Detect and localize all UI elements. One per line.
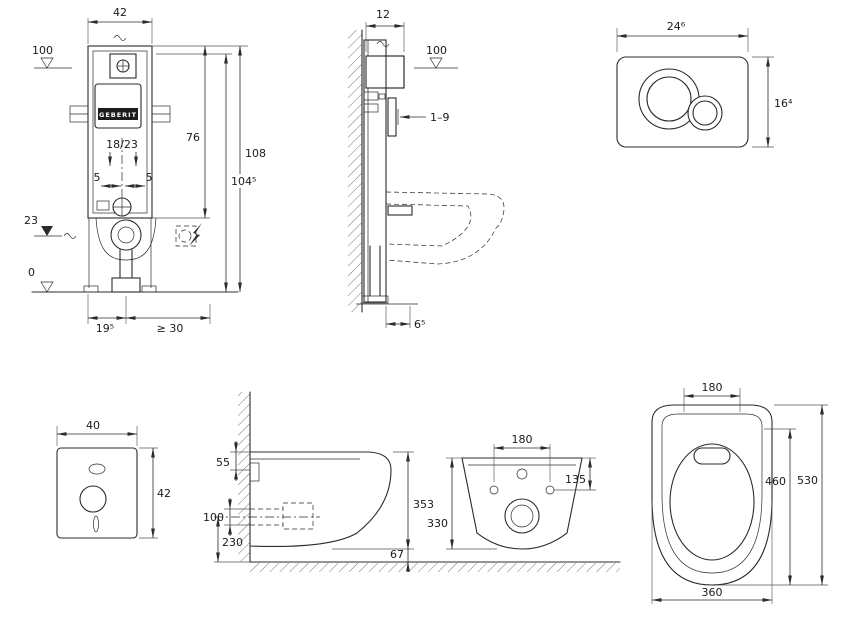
level-triangle-icon	[40, 281, 54, 293]
pan-connector	[387, 205, 413, 216]
dim-depth-12: 12	[376, 8, 390, 21]
frame-profile	[363, 39, 387, 303]
frame-front-view: GEBERIT 18/23 5 5	[24, 6, 266, 335]
pan-profile	[249, 451, 392, 548]
flush-plate-recess	[109, 53, 137, 79]
supply-hole	[516, 468, 528, 480]
adjustable-plate	[387, 97, 397, 137]
dim-230: 230	[222, 536, 243, 549]
brand-label: GEBERIT	[99, 111, 137, 119]
pan-top-outline	[651, 404, 773, 586]
outlet-hole	[504, 498, 540, 534]
outlet-connection	[282, 502, 314, 530]
wall-hatch	[238, 392, 250, 562]
insulation-pad	[56, 447, 138, 539]
dim-460: 460	[765, 475, 786, 488]
frame-outline	[87, 45, 153, 219]
brand-band	[98, 108, 138, 120]
dim-offset-right: 5	[146, 171, 153, 184]
dim-frame-width: 42	[113, 6, 127, 19]
flush-unit-section	[365, 55, 405, 89]
dim-pad-height: 42	[157, 487, 171, 500]
frame-side-view: 12 100 1–9 6⁵	[348, 8, 505, 331]
dim-plate-width: 24⁶	[667, 20, 686, 33]
dim-plate-height: 16⁴	[774, 97, 793, 110]
dim-bottom-65: 6⁵	[414, 318, 425, 331]
dim-135: 135	[565, 473, 586, 486]
pan-side-view: 55 100 230 353 67	[203, 391, 621, 572]
dim-height-76: 76	[186, 131, 200, 144]
dim-530: 530	[797, 474, 818, 487]
dim-55: 55	[216, 456, 230, 469]
level-triangle-filled-icon	[41, 226, 53, 236]
cistern	[94, 83, 142, 129]
level-triangle-icon	[40, 57, 54, 69]
dim-bottom-min30: ≥ 30	[157, 322, 184, 335]
break-symbol	[113, 35, 127, 41]
dim-pad-width: 40	[86, 419, 100, 432]
flush-outlet	[693, 447, 731, 465]
bowl-opening	[669, 443, 755, 561]
break-symbol	[376, 41, 390, 47]
flush-plate-view: 24⁶ 16⁴	[616, 20, 793, 148]
dim-hole-spacing-top: 180	[702, 381, 723, 394]
floor-hatch	[250, 563, 620, 572]
pan-front-outline	[461, 457, 583, 550]
level-triangle-icon	[429, 57, 443, 69]
dim-level-0: 0	[28, 266, 35, 279]
dim-hole-spacing: 180	[512, 433, 533, 446]
fixing-hole	[545, 485, 555, 495]
dim-offset-left: 5	[94, 171, 101, 184]
wall-hatch	[348, 30, 362, 312]
dim-bottom-195: 19⁵	[96, 322, 114, 335]
drain-elbow	[111, 277, 141, 293]
pan-silhouette	[385, 191, 505, 265]
dim-level-23: 23	[24, 214, 38, 227]
trap-bend	[110, 219, 142, 251]
pan-front-view: 180 135 330	[427, 433, 596, 550]
dim-330: 330	[427, 517, 448, 530]
dim-353: 353	[413, 498, 434, 511]
dim-height-1045: 104⁵	[231, 175, 256, 188]
fixing-hole	[489, 485, 499, 495]
dim-valve-range: 18/23	[106, 138, 138, 151]
dim-range-19: 1–9	[430, 111, 450, 124]
dim-100: 100	[203, 511, 224, 524]
break-symbol	[63, 233, 77, 239]
dim-67: 67	[390, 548, 404, 561]
dim-water-level: 100	[32, 44, 53, 57]
dim-water-level-side: 100	[426, 44, 447, 57]
dim-height-108: 108	[245, 147, 266, 160]
pan-top-view: 180 460 530 360	[651, 381, 828, 604]
dim-360: 360	[702, 586, 723, 599]
insulation-pad-view: 40 42	[56, 419, 171, 539]
electrical-box	[175, 225, 197, 247]
pan-outline-hint	[95, 217, 157, 261]
